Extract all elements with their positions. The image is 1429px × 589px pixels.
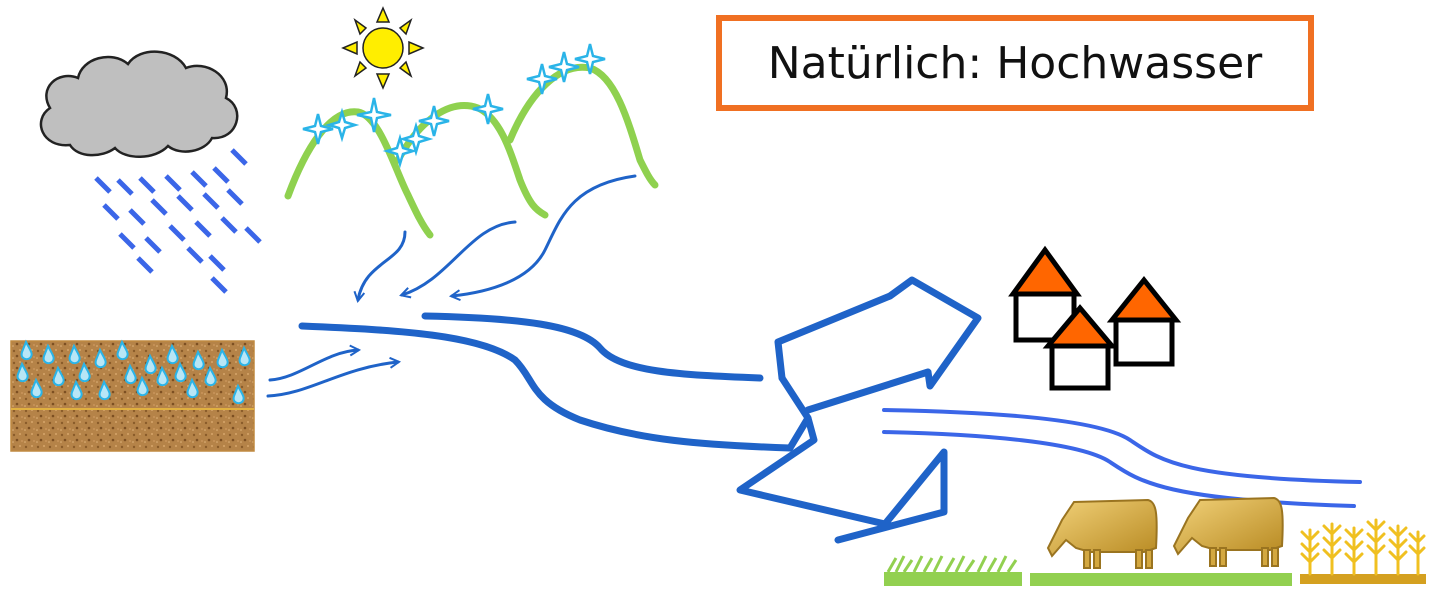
diagram-title: Natürlich: Hochwasser: [767, 37, 1263, 89]
grass-icon: [884, 555, 1022, 586]
cattle-icon: [1046, 496, 1284, 569]
rain-cloud-icon: [39, 50, 239, 158]
wheat-icon: [1300, 518, 1426, 584]
sun-icon: [341, 6, 425, 90]
snow-stars: [302, 43, 606, 169]
main-river: [298, 276, 982, 544]
houses-icon: [1008, 245, 1182, 391]
title-box: Natürlich: Hochwasser: [716, 15, 1314, 111]
runoff-arrows: [266, 174, 637, 398]
stream: [882, 408, 1362, 508]
saturated-soil-icon: [10, 339, 255, 452]
pasture-icon: [1030, 573, 1292, 586]
rain-icon: [94, 148, 262, 294]
snowy-mountains-icon: [284, 63, 659, 239]
